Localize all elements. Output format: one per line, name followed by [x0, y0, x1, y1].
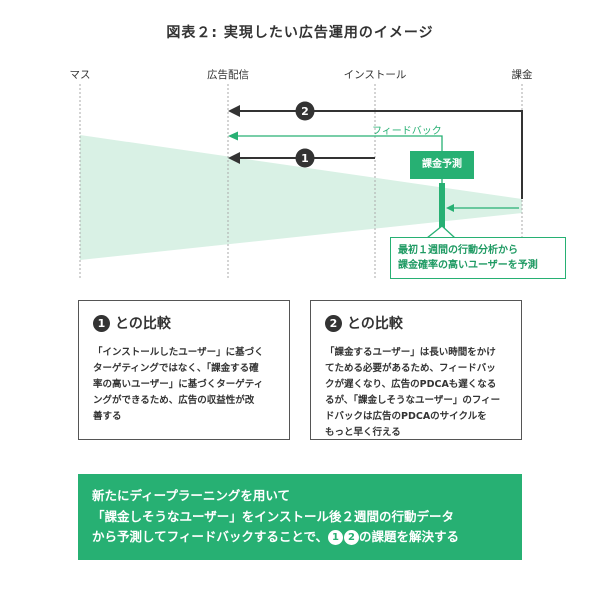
badge-2: 2: [295, 101, 315, 121]
callout-text: 最初１週間の行動分析から 課金確率の高いユーザーを予測: [398, 243, 538, 273]
banner-line-3-post: の課題を解決する: [359, 529, 460, 544]
comparison-2-line-1: 「課金するユーザー」は長い時間をかけ: [325, 347, 496, 358]
comparison-1-line-4: ングができるため、広告の収益性が改: [93, 395, 255, 406]
figure-title: 図表２: 実現したい広告運用のイメージ: [166, 25, 434, 41]
stage-label-install: インストール: [343, 69, 407, 81]
comparison-1-line-5: 善する: [93, 411, 122, 422]
comparison-2-line-6: もっと早く行える: [325, 427, 401, 438]
callout-box: [390, 237, 566, 279]
banner-line-2: 「課金しそうなユーザー」をインストール後２週間の行動データ: [92, 508, 455, 524]
banner-number-1: 1: [328, 530, 344, 545]
number-badge-2: 2: [325, 314, 342, 332]
banner-number-2: 2: [344, 530, 360, 545]
funnel-shape: [80, 135, 522, 260]
badge-1: 1: [295, 148, 315, 168]
comparison-2-line-2: てためる必要があるため、フィードバッ: [325, 363, 496, 374]
callout-line-2: 課金確率の高いユーザーを予測: [398, 260, 538, 271]
conclusion-banner: 新たにディープラーニングを用いて 「課金しそうなユーザー」をインストール後２週間…: [78, 474, 522, 560]
number-badge-1: 1: [93, 314, 110, 332]
comparison-2-line-3: クが遅くなり、広告のPDCAも遅くなる: [325, 379, 497, 390]
comparison-2-line-5: ドバックは広告のPDCAのサイクルを: [325, 411, 487, 422]
banner-line-3-pre: から予測してフィードバックすることで、: [92, 529, 329, 544]
comparison-1-line-1: 「インストールしたユーザー」に基づく: [93, 347, 264, 358]
prediction-box: 課金予測: [410, 151, 474, 179]
prediction-bar: [439, 183, 445, 229]
banner-line-1: 新たにディープラーニングを用いて: [92, 488, 291, 503]
badge-2-text: 2: [301, 105, 309, 118]
comparison-heading-1: 1 との比較: [93, 313, 171, 333]
comparison-1-line-2: ターゲティングではなく、「課金する確: [93, 363, 259, 374]
stage-label-ad-delivery: 広告配信: [207, 69, 249, 81]
callout-line-1: 最初１週間の行動分析から: [398, 245, 518, 256]
comparison-2-line-4: るが、「課金しそうなユーザー」のフィー: [325, 395, 501, 406]
comparison-box-2: 2 との比較 「課金するユーザー」は長い時間をかけ てためる必要があるため、フィ…: [310, 300, 522, 440]
comparison-box-1: 1 との比較 「インストールしたユーザー」に基づく ターゲティングではなく、「課…: [78, 300, 290, 440]
comparison-body-2: 「課金するユーザー」は長い時間をかけ てためる必要があるため、フィードバッ クが…: [325, 345, 525, 441]
badge-1-text: 1: [301, 152, 309, 165]
comparison-heading-2: 2 との比較: [325, 313, 403, 333]
funnel-diagram: 2 1: [79, 84, 523, 280]
comparison-heading-text-2: との比較: [347, 316, 403, 332]
comparison-1-line-3: 率の高いユーザー」に基づくターゲティ: [93, 379, 264, 390]
prediction-input-arrow: [446, 204, 519, 212]
stage-label-billing: 課金: [511, 69, 533, 81]
arrow-2: [228, 105, 523, 199]
comparison-body-1: 「インストールしたユーザー」に基づく ターゲティングではなく、「課金する確 率の…: [93, 345, 293, 425]
stage-label-mass: マス: [69, 69, 91, 81]
feedback-label: フィードバック: [372, 126, 442, 137]
comparison-heading-text-1: との比較: [115, 316, 171, 332]
